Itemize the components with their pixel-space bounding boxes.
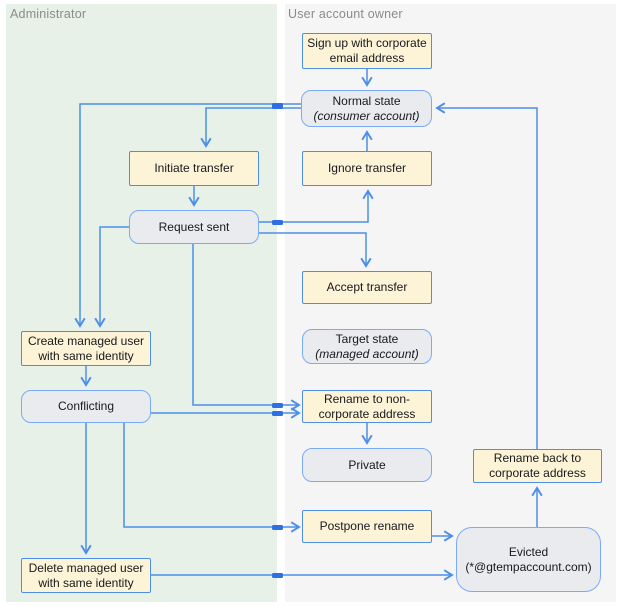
- edge-request-to-accept: [259, 232, 372, 268]
- node-label-line: Create managed user: [27, 333, 145, 348]
- lane-crossing-dash: [272, 573, 283, 578]
- node-label-line: (managed account): [315, 346, 419, 361]
- node-label-line: Delete managed user: [28, 560, 144, 575]
- edge-normal-to-create: [74, 103, 301, 328]
- node-label-line: Evicted: [508, 544, 549, 559]
- edge-request-to-ignore: [259, 189, 374, 223]
- node-label-line: Private: [348, 457, 386, 472]
- node-label-line: with same identity: [38, 575, 134, 590]
- lane-label-user-account-owner: User account owner: [288, 7, 403, 21]
- node-label-line: Conflicting: [57, 399, 115, 413]
- node-label-line: with same identity: [38, 348, 134, 363]
- node-postpone: Postpone rename: [302, 510, 432, 543]
- node-label-line: Rename back to: [493, 451, 582, 465]
- node-label-line: (consumer account): [313, 108, 420, 123]
- node-label-line: Postpone rename: [319, 519, 415, 533]
- lane-crossing-dash: [272, 220, 283, 225]
- node-label-line: Request sent: [158, 219, 230, 234]
- lane-crossing-dash: [272, 403, 283, 408]
- lane-crossing-dash: [272, 525, 283, 530]
- node-conflicting: Conflicting: [21, 390, 151, 423]
- edge-rename_back-to-normal: [435, 102, 538, 449]
- node-normal: Normal state(consumer account): [301, 90, 432, 127]
- edge-request-to-rename_non: [192, 244, 301, 411]
- node-label-line: Target state: [335, 331, 399, 346]
- node-label-line: Rename to non-: [323, 391, 411, 406]
- node-rename-non: Rename to non-corporate address: [302, 390, 432, 423]
- lane-label-administrator: Administrator: [10, 7, 87, 21]
- node-label-line: email address: [329, 51, 405, 65]
- node-label-line: Accept transfer: [326, 280, 408, 294]
- edge-normal-to-initiate: [200, 107, 301, 148]
- lane-crossing-dash: [272, 103, 283, 109]
- node-label-line: Ignore transfer: [327, 161, 407, 175]
- edge-conflicting-to-postpone: [123, 423, 301, 533]
- node-label-line: Sign up with corporate: [307, 36, 427, 50]
- node-evicted: Evicted(*@gtempaccount.com): [456, 527, 601, 592]
- node-target: Target state(managed account): [302, 329, 432, 364]
- node-label-line: (*@gtempaccount.com): [465, 559, 592, 574]
- node-ignore: Ignore transfer: [302, 151, 432, 186]
- node-private: Private: [302, 448, 432, 482]
- node-request: Request sent: [129, 210, 259, 244]
- node-label-line: Normal state: [332, 93, 401, 108]
- edge-request-to-create: [94, 226, 129, 328]
- node-initiate: Initiate transfer: [129, 151, 259, 186]
- node-label-line: corporate address: [489, 466, 586, 480]
- node-label-line: Initiate transfer: [154, 161, 234, 175]
- lane-crossing-dash: [272, 411, 283, 416]
- node-label-line: corporate address: [318, 406, 416, 421]
- node-accept: Accept transfer: [302, 271, 432, 304]
